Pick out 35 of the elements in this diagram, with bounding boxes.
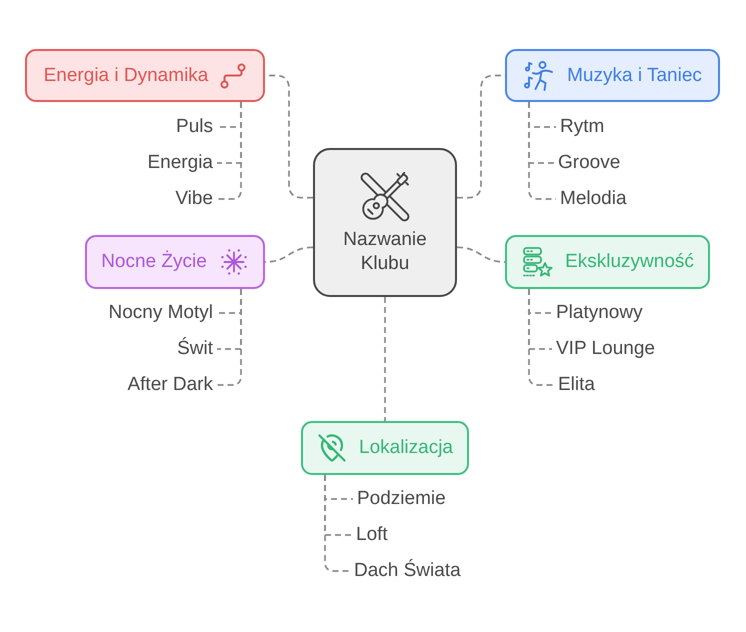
item-label: Świt: [173, 337, 217, 361]
category-label: Ekskluzywność: [565, 250, 694, 274]
item-label: Dach Świata: [350, 559, 465, 583]
category-box: [85, 235, 265, 289]
connector: [384, 297, 386, 421]
category-label: Energia i Dynamika: [44, 64, 208, 88]
connector: [528, 289, 554, 386]
item-label: After Dark: [123, 373, 217, 397]
category-box: [25, 49, 265, 102]
item-label: Melodia: [556, 187, 631, 211]
category-label: Muzyka i Taniec: [567, 64, 702, 88]
item-label: Nocny Motyl: [104, 301, 217, 325]
category-box: [505, 49, 720, 102]
topic-title: Nazwanie Klubu: [342, 228, 428, 276]
connector: [264, 246, 314, 263]
item-label: Puls: [172, 115, 217, 139]
item-label: Loft: [352, 523, 392, 547]
category-label: Lokalizacja: [359, 436, 453, 460]
item-label: Groove: [554, 151, 624, 175]
connector: [456, 246, 506, 263]
category-box: [301, 421, 469, 475]
connector: [217, 289, 242, 386]
item-label: Energia: [144, 151, 217, 175]
topic-box: [313, 148, 457, 297]
connector: [217, 102, 242, 200]
item-label: Rytm: [556, 115, 608, 139]
item-label: Vibe: [171, 187, 217, 211]
item-label: Elita: [554, 373, 599, 397]
category-label: Nocne Życie: [101, 250, 207, 274]
category-box: [505, 235, 710, 289]
item-label: Podziemie: [353, 487, 450, 511]
connector: [528, 102, 556, 200]
connector: [324, 475, 350, 572]
item-label: Platynowy: [552, 301, 647, 325]
item-label: VIP Lounge: [552, 337, 659, 361]
